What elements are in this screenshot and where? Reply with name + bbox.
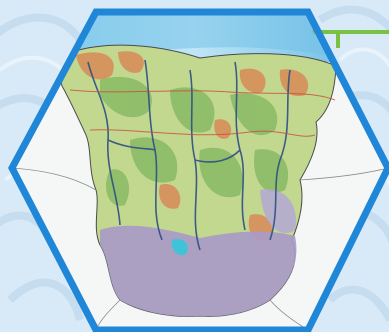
- roads: [69, 89, 336, 137]
- green-accent-bar: [312, 30, 389, 34]
- rivers: [87, 59, 291, 251]
- lake: [171, 238, 188, 256]
- hexagon-border: [8, 8, 389, 332]
- green-accent-bar-vertical: [336, 34, 340, 48]
- land-use-purple: [100, 225, 297, 317]
